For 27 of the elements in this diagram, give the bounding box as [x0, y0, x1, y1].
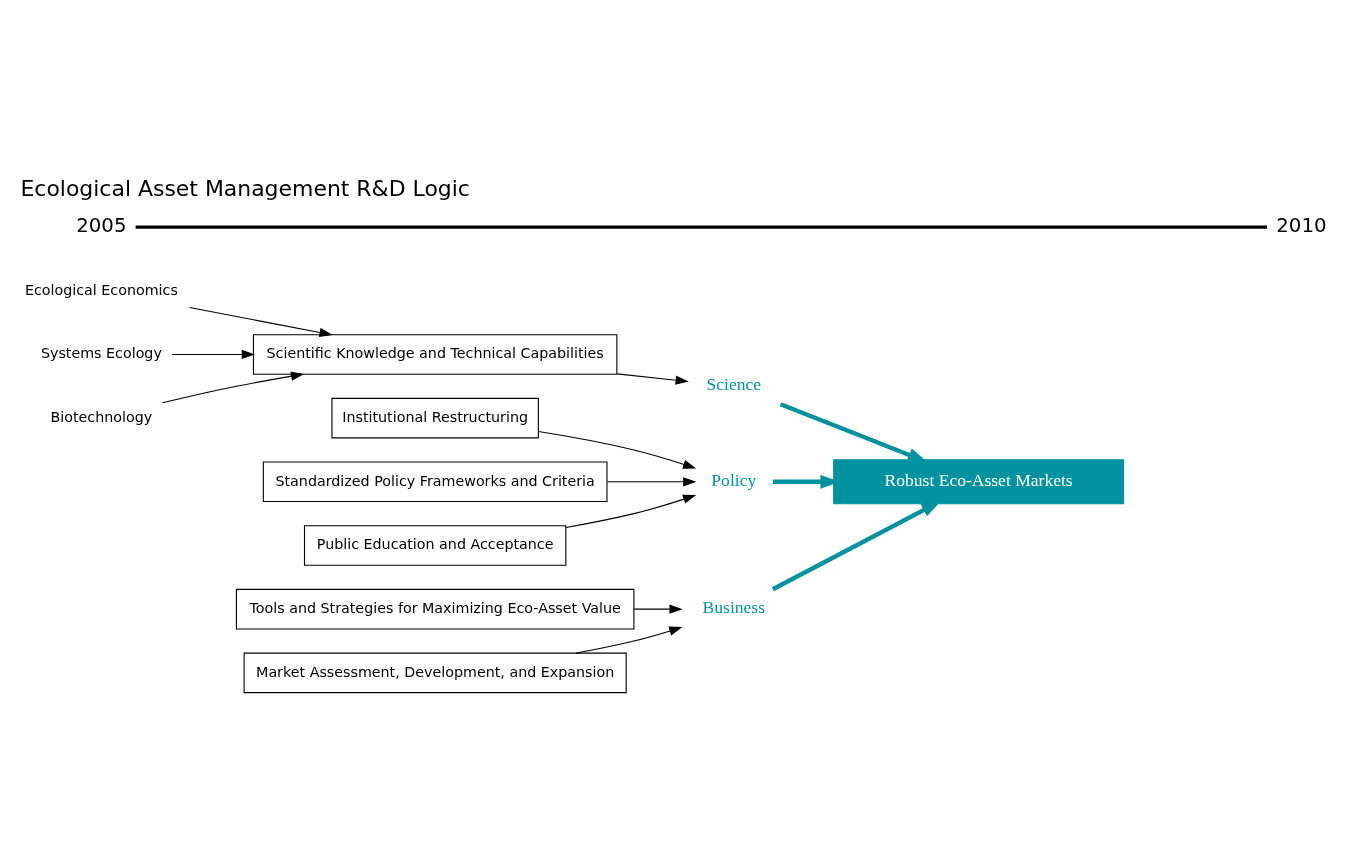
node-box: Market Assessment, Development, and Expansion: [243, 652, 627, 694]
label: 2010: [1276, 213, 1327, 237]
node-text: Systems Ecology: [40, 345, 162, 362]
arrow: [189, 306, 333, 338]
node-box: Tools and Strategies for Maximizing Eco-Asset Value: [235, 588, 635, 630]
node-box: Institutional Restructuring: [331, 397, 539, 439]
arrow: [771, 500, 942, 592]
arrow: [779, 402, 928, 463]
node-text: Biotechnology: [50, 408, 153, 425]
arrow: [606, 477, 697, 487]
node-text: Ecological Economics: [24, 281, 178, 298]
arrow: [575, 626, 683, 654]
node-box: Scientific Knowledge and Technical Capabilities: [252, 334, 618, 375]
node-box: Robust Eco-Asset Markets: [833, 459, 1125, 505]
node-text: Policy: [711, 469, 757, 490]
node-text: Science: [706, 374, 762, 395]
node-box: Standardized Policy Frameworks and Criteria: [262, 461, 608, 503]
arrow: [162, 371, 305, 404]
arrow: [537, 431, 697, 469]
node-box: Public Education and Acceptance: [303, 525, 567, 566]
arrow: [616, 373, 689, 385]
diagram-title: Ecological Asset Management R&D Logic: [20, 176, 470, 202]
arrow: [633, 604, 683, 614]
arrow: [565, 494, 697, 529]
label: 2005: [76, 213, 127, 237]
node-text: Business: [702, 597, 765, 618]
arrow: [171, 349, 255, 360]
